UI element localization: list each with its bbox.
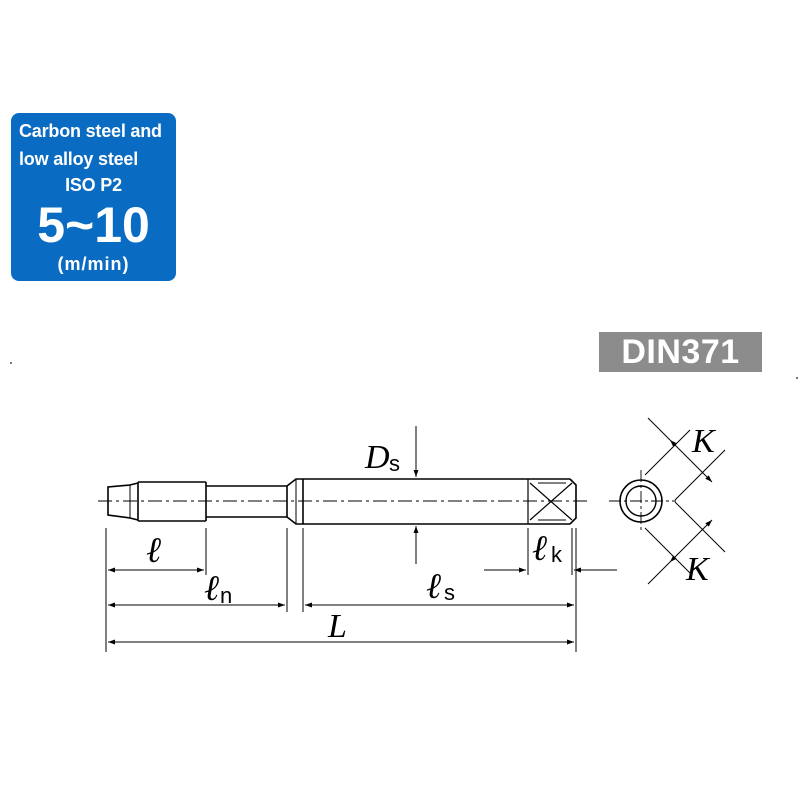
neck-length-label: ℓ — [204, 568, 219, 608]
cutting-speed-badge: Carbon steel and low alloy steel ISO P2 … — [11, 113, 176, 281]
crop-mark-left — [10, 362, 12, 364]
material-label-line1: Carbon steel and — [19, 121, 162, 141]
cutting-speed-value: 5~10 — [37, 197, 150, 253]
iso-group-label: ISO P2 — [65, 175, 122, 195]
neck-length-subscript: n — [220, 583, 232, 608]
standard-label: DIN371 — [599, 332, 762, 372]
dimension-lines — [108, 426, 617, 645]
end-view — [609, 417, 726, 585]
overall-length-label: L — [327, 608, 347, 645]
tap-body — [107, 478, 577, 525]
square-size-label-top: K — [691, 423, 717, 460]
shank-diameter-label: D — [364, 439, 390, 476]
square-length-label: ℓ — [532, 528, 547, 568]
square-length-subscript: k — [551, 542, 563, 567]
shank-length-subscript: s — [444, 580, 455, 605]
material-label-line2: low alloy steel — [19, 149, 139, 169]
cutting-speed-unit: (m/min) — [57, 254, 130, 274]
square-size-label-bottom: K — [685, 551, 711, 588]
dimension-labels: ℓ ℓ n ℓ s ℓ k L D s K K — [146, 423, 717, 645]
crop-mark-right — [796, 377, 798, 379]
shank-length-label: ℓ — [426, 566, 441, 606]
thread-length-label: ℓ — [146, 530, 161, 570]
extension-lines — [105, 528, 577, 652]
shank-diameter-subscript: s — [389, 451, 400, 476]
